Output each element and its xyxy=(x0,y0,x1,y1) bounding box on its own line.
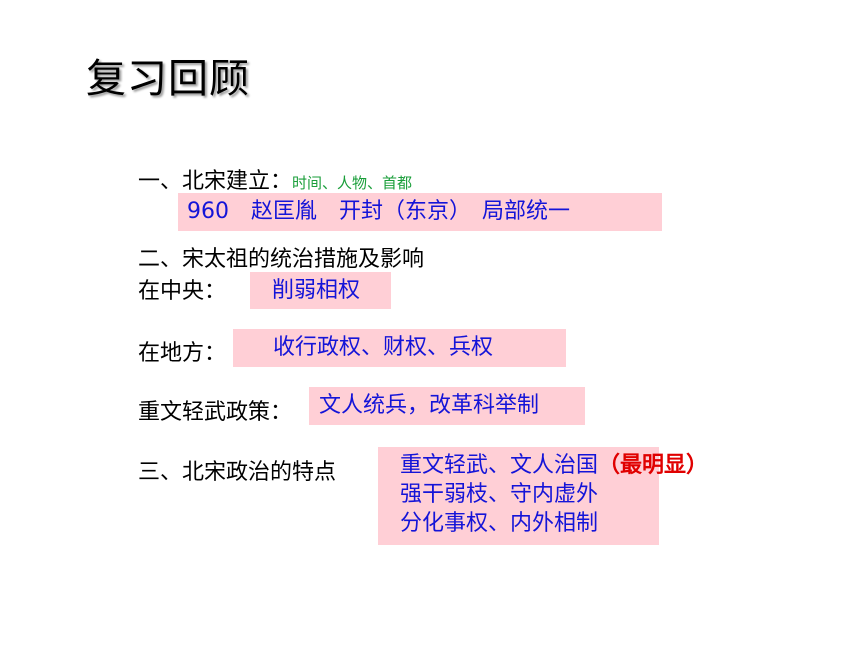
section1-label: 一、北宋建立： xyxy=(138,169,293,194)
section3-heading: 三、北宋政治的特点 xyxy=(138,460,337,485)
section1-line: 一、北宋建立：时间、人物、首都 xyxy=(138,163,412,195)
slide-title: 复习回顾 xyxy=(86,56,250,102)
policy-answer-box: 文人统兵，改革科举制 xyxy=(309,387,585,425)
local-answer: 收行政权、财权、兵权 xyxy=(273,335,494,360)
section2-heading: 二、宋太祖的统治措施及影响 xyxy=(138,247,425,272)
policy-answer: 文人统兵，改革科举制 xyxy=(319,393,540,418)
section3-item-1: 重文轻武、文人治国（最明显） xyxy=(400,451,708,480)
section1-answer: 960 赵匡胤 开封（东京） 局部统一 xyxy=(187,199,570,224)
section1-answer-box: 960 赵匡胤 开封（东京） 局部统一 xyxy=(178,193,662,231)
section3-item-3: 分化事权、内外相制 xyxy=(400,511,599,536)
section3-answer-box: 重文轻武、文人治国（最明显） 强干弱枝、守内虚外 分化事权、内外相制 xyxy=(378,447,708,545)
policy-label: 重文轻武政策： xyxy=(138,400,293,425)
central-answer: 削弱相权 xyxy=(272,278,361,303)
section1-hint: 时间、人物、首都 xyxy=(292,174,413,192)
central-answer-box: 削弱相权 xyxy=(250,272,391,309)
central-label: 在中央： xyxy=(138,279,227,304)
emphasis-label: （最明显） xyxy=(598,453,709,478)
local-answer-box: 收行政权、财权、兵权 xyxy=(233,329,566,367)
section3-item-1-text: 重文轻武、文人治国 xyxy=(400,453,599,478)
section3-item-2: 强干弱枝、守内虚外 xyxy=(400,482,599,507)
local-label: 在地方： xyxy=(138,341,227,366)
